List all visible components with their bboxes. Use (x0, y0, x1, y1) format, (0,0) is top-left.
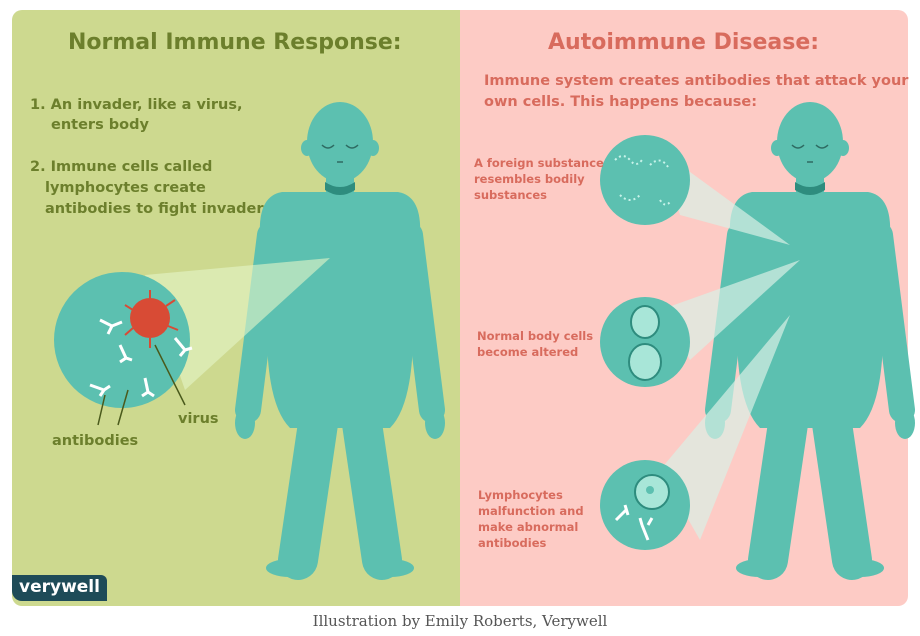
altered-cells-circle (600, 297, 690, 387)
virus-label: virus (178, 411, 219, 427)
human-figure-right (705, 102, 915, 577)
verywell-logo: verywell (12, 575, 107, 601)
antibodies-label: antibodies (52, 433, 139, 449)
autoimmune-intro-line-1: Immune system creates antibodies that at… (484, 73, 909, 89)
virus-icon (130, 298, 170, 338)
step-1-line-2: enters body (51, 117, 149, 133)
magnify-beam (145, 258, 330, 390)
foreign-substance-circle (600, 135, 690, 225)
step-2-line-3: antibodies to fight invader (45, 201, 264, 217)
step-2-line-1: 2. Immune cells called (30, 159, 213, 175)
lymphocyte-circle (600, 460, 690, 550)
antibody-icons (89, 318, 193, 398)
autoimmune-intro-line-2: own cells. This happens because: (484, 94, 758, 110)
normal-response-title: Normal Immune Response: (68, 30, 402, 55)
magnified-virus-circle (54, 272, 193, 426)
step-2-line-2: lymphocytes create (45, 180, 206, 196)
image-caption: Illustration by Emily Roberts, Verywell (312, 612, 608, 630)
human-figure-left (235, 102, 445, 577)
step-1-line-1: 1. An invader, like a virus, (30, 97, 243, 113)
autoimmune-title: Autoimmune Disease: (548, 30, 820, 55)
